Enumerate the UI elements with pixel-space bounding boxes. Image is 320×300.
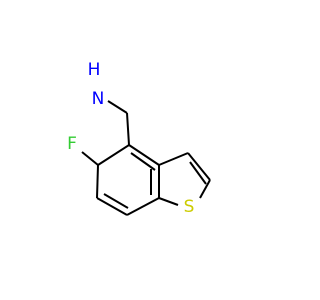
bond-c6-c7-double xyxy=(103,193,129,209)
bond-c3a-c3 xyxy=(158,152,189,166)
bond-c6-c7 xyxy=(96,197,128,216)
sulfur-label: S xyxy=(184,197,195,217)
molecule-structure: H N F S xyxy=(67,60,211,217)
bond-c5-c6 xyxy=(96,164,99,199)
bond-s-c7a xyxy=(158,197,179,206)
bond-c3-c2-double xyxy=(189,161,207,185)
fluorine-label: F xyxy=(67,134,77,154)
bond-c4-c3a xyxy=(128,144,160,166)
bond-c5-f xyxy=(81,151,99,166)
bond-c7-c7a xyxy=(126,197,160,216)
amine-hydrogen-label: H xyxy=(88,60,101,80)
bond-ch2-c4 xyxy=(126,112,130,146)
amine-nitrogen-label: N xyxy=(92,89,105,109)
bond-c3-c2 xyxy=(187,152,211,181)
bond-c2-s xyxy=(199,179,211,199)
bond-n-ch2 xyxy=(107,100,128,114)
bond-c4-c3a-double xyxy=(130,152,156,171)
bond-c4-c5 xyxy=(97,144,130,166)
molecule-canvas: H N F S xyxy=(67,60,211,217)
